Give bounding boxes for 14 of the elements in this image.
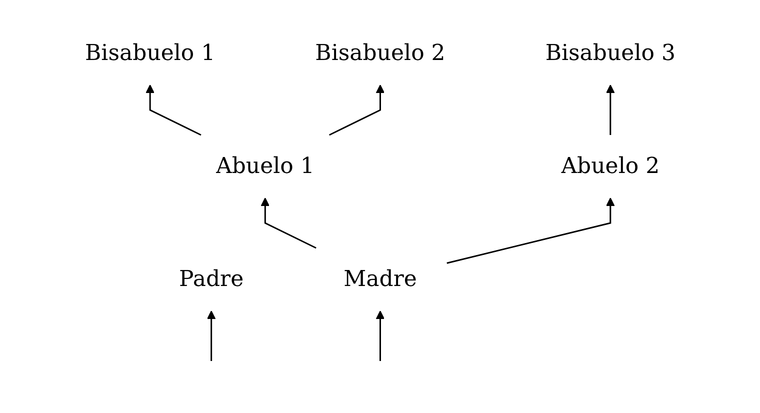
arrow [206,310,216,361]
arrow [376,310,384,361]
arrow [260,198,316,249]
arrow [446,198,615,264]
node-text: Madre [343,267,417,292]
node-text: Bisabuelo 3 [545,41,676,66]
node-text: Abuelo 1 [216,154,314,179]
node-text: Abuelo 2 [560,154,660,179]
arrow [145,84,202,136]
node-text: Bisabuelo 2 [314,41,446,66]
arrow [328,84,384,136]
node-text: Bisabuelo 1 [84,41,215,66]
node-text: Padre [178,267,244,292]
arrow [606,84,615,135]
